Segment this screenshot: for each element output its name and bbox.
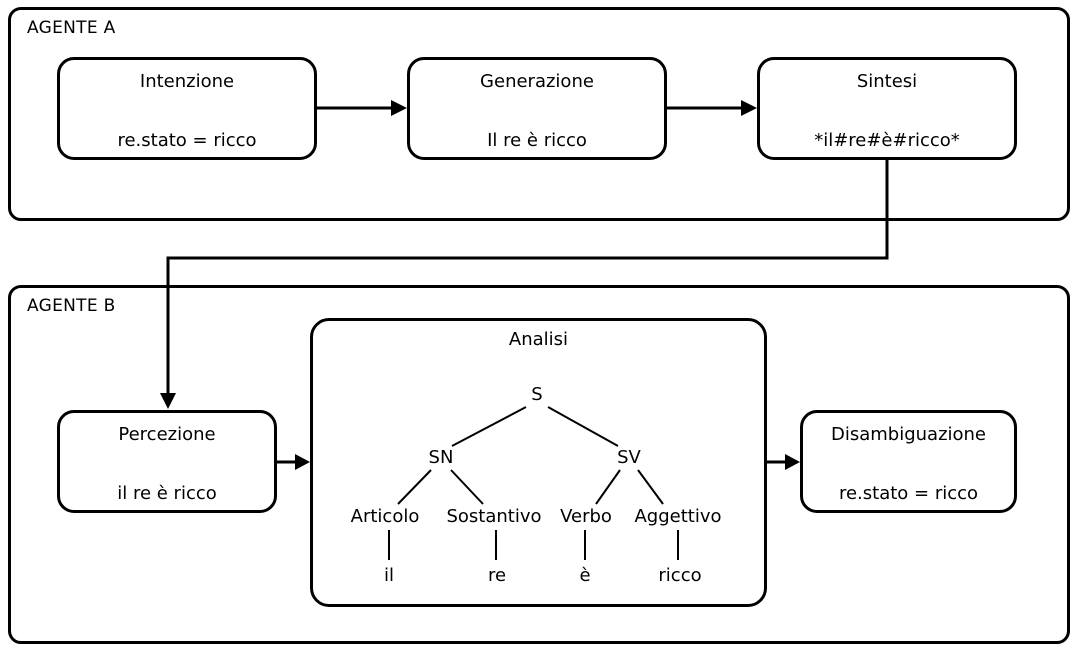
tree-node-sv: SV [615,447,643,468]
tree-node-sn: SN [426,447,456,468]
node-intenzione-title: Intenzione [139,71,235,92]
node-intenzione-value: re.stato = ricco [117,130,257,151]
node-percezione-title: Percezione [118,424,216,445]
node-percezione-value: il re è ricco [117,483,217,504]
node-percezione: Percezione il re è ricco [57,410,277,513]
node-sintesi-title: Sintesi [856,71,918,92]
agent-a-label: AGENTE A [27,18,116,38]
tree-node-s: S [529,384,545,405]
tree-node-sostantivo: Sostantivo [444,506,544,527]
panel-analisi-title: Analisi [508,329,569,350]
panel-analisi: Analisi [310,318,767,607]
node-generazione-title: Generazione [480,71,594,92]
tree-leaf-re: re [485,565,509,586]
node-disambiguazione-value: re.stato = ricco [838,483,979,504]
tree-leaf-e: è [577,565,593,586]
node-intenzione: Intenzione re.stato = ricco [57,57,317,160]
agent-b-label: AGENTE B [27,296,116,316]
node-sintesi-value: *il#re#è#ricco* [814,130,960,151]
node-disambiguazione-title: Disambiguazione [830,424,987,445]
node-generazione-value: Il re è ricco [487,130,587,151]
tree-node-verbo: Verbo [558,506,614,527]
node-generazione: Generazione Il re è ricco [407,57,667,160]
tree-node-aggettivo: Aggettivo [632,506,724,527]
tree-node-articolo: Articolo [348,506,422,527]
tree-leaf-ricco: ricco [656,565,704,586]
node-disambiguazione: Disambiguazione re.stato = ricco [800,410,1017,513]
node-sintesi: Sintesi *il#re#è#ricco* [757,57,1017,160]
tree-leaf-il: il [381,565,397,586]
